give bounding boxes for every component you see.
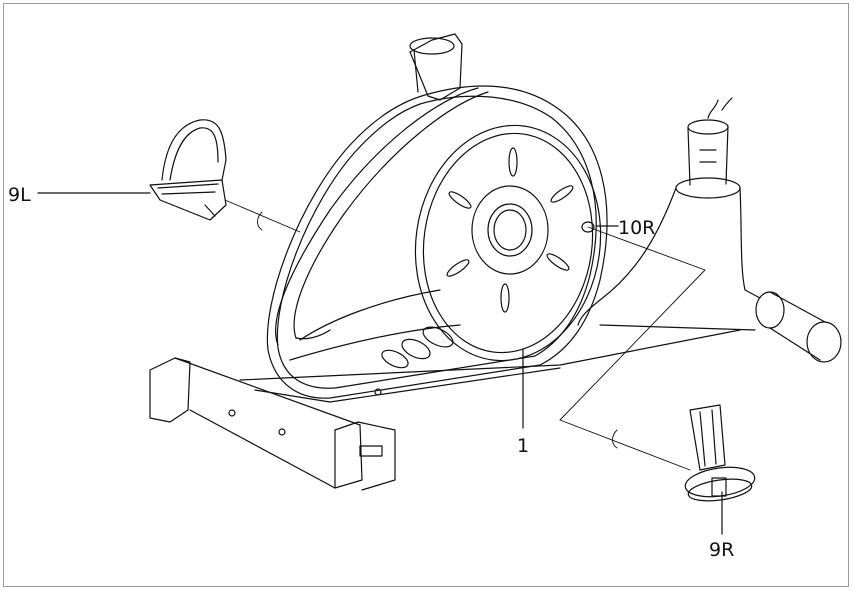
front-stabilizer xyxy=(149,357,396,491)
label-9l: 9L xyxy=(8,184,31,206)
assembly-guide-lines xyxy=(224,199,706,471)
label-9r: 9R xyxy=(709,539,734,561)
right-pedal xyxy=(684,404,756,502)
rear-frame-tube xyxy=(239,97,842,403)
diagram-frame xyxy=(3,3,849,587)
label-10r: 10R xyxy=(618,217,655,239)
leader-lines xyxy=(37,192,723,535)
left-pedal xyxy=(149,119,227,221)
label-1: 1 xyxy=(517,435,529,457)
main-frame-housing xyxy=(266,33,608,399)
